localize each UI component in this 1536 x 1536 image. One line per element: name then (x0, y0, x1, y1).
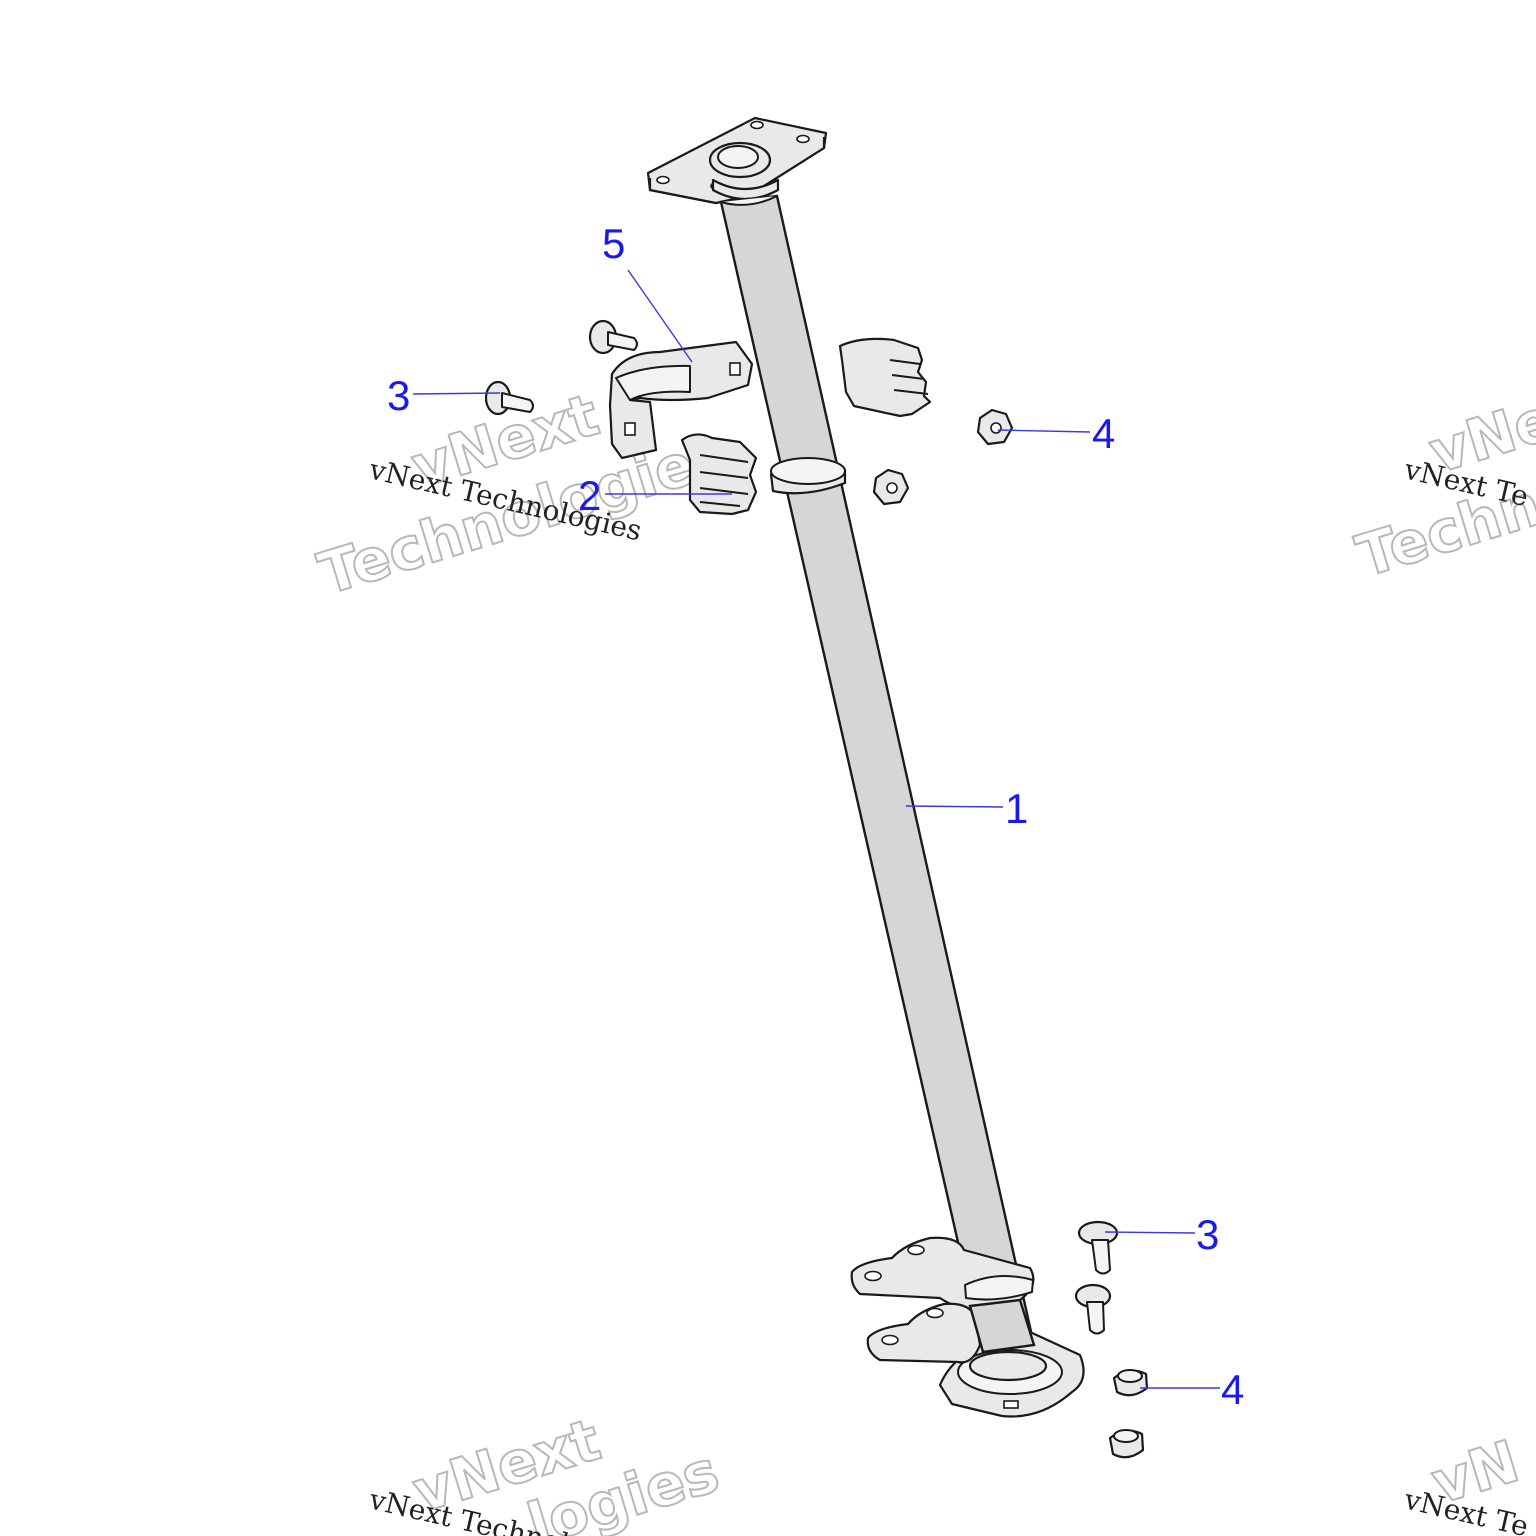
callout-bolt-lower: 3 (1196, 1211, 1219, 1258)
split-insert-right (838, 337, 932, 418)
bolt-upper-center (588, 319, 638, 355)
flange-nut-upper-right (976, 408, 1014, 446)
leader-bolt-lower (1104, 1231, 1196, 1234)
bolt-lower-right (1077, 1220, 1119, 1275)
flange-nut-lower (1112, 1369, 1149, 1397)
bolt-upper-left (484, 380, 534, 416)
leader-nut-upper (997, 429, 1091, 433)
top-mount-plate (646, 116, 828, 205)
flange-nut-upper-center (872, 468, 910, 506)
steering-tube-lower-stub (968, 1298, 1036, 1354)
bolt-lower-right-2 (1074, 1283, 1112, 1335)
tube-clamp (608, 340, 754, 460)
callout-clamp: 5 (602, 220, 625, 267)
leader-bolt-upper (412, 392, 501, 395)
lower-bracket-lower (866, 1302, 982, 1364)
leader-clamp (627, 269, 693, 363)
lower-bracket-upper (850, 1236, 1035, 1312)
callout-inserts: 2 (578, 472, 601, 519)
callout-nut-lower: 4 (1221, 1366, 1244, 1413)
leader-tube (905, 805, 1004, 808)
flange-nut-lower-2 (1108, 1429, 1145, 1459)
tube-collar-upper (769, 457, 847, 495)
callout-tube: 1 (1005, 785, 1028, 832)
callout-bolt-upper: 3 (387, 372, 410, 419)
split-insert-left (680, 433, 758, 516)
callout-nut-upper: 4 (1092, 410, 1115, 457)
